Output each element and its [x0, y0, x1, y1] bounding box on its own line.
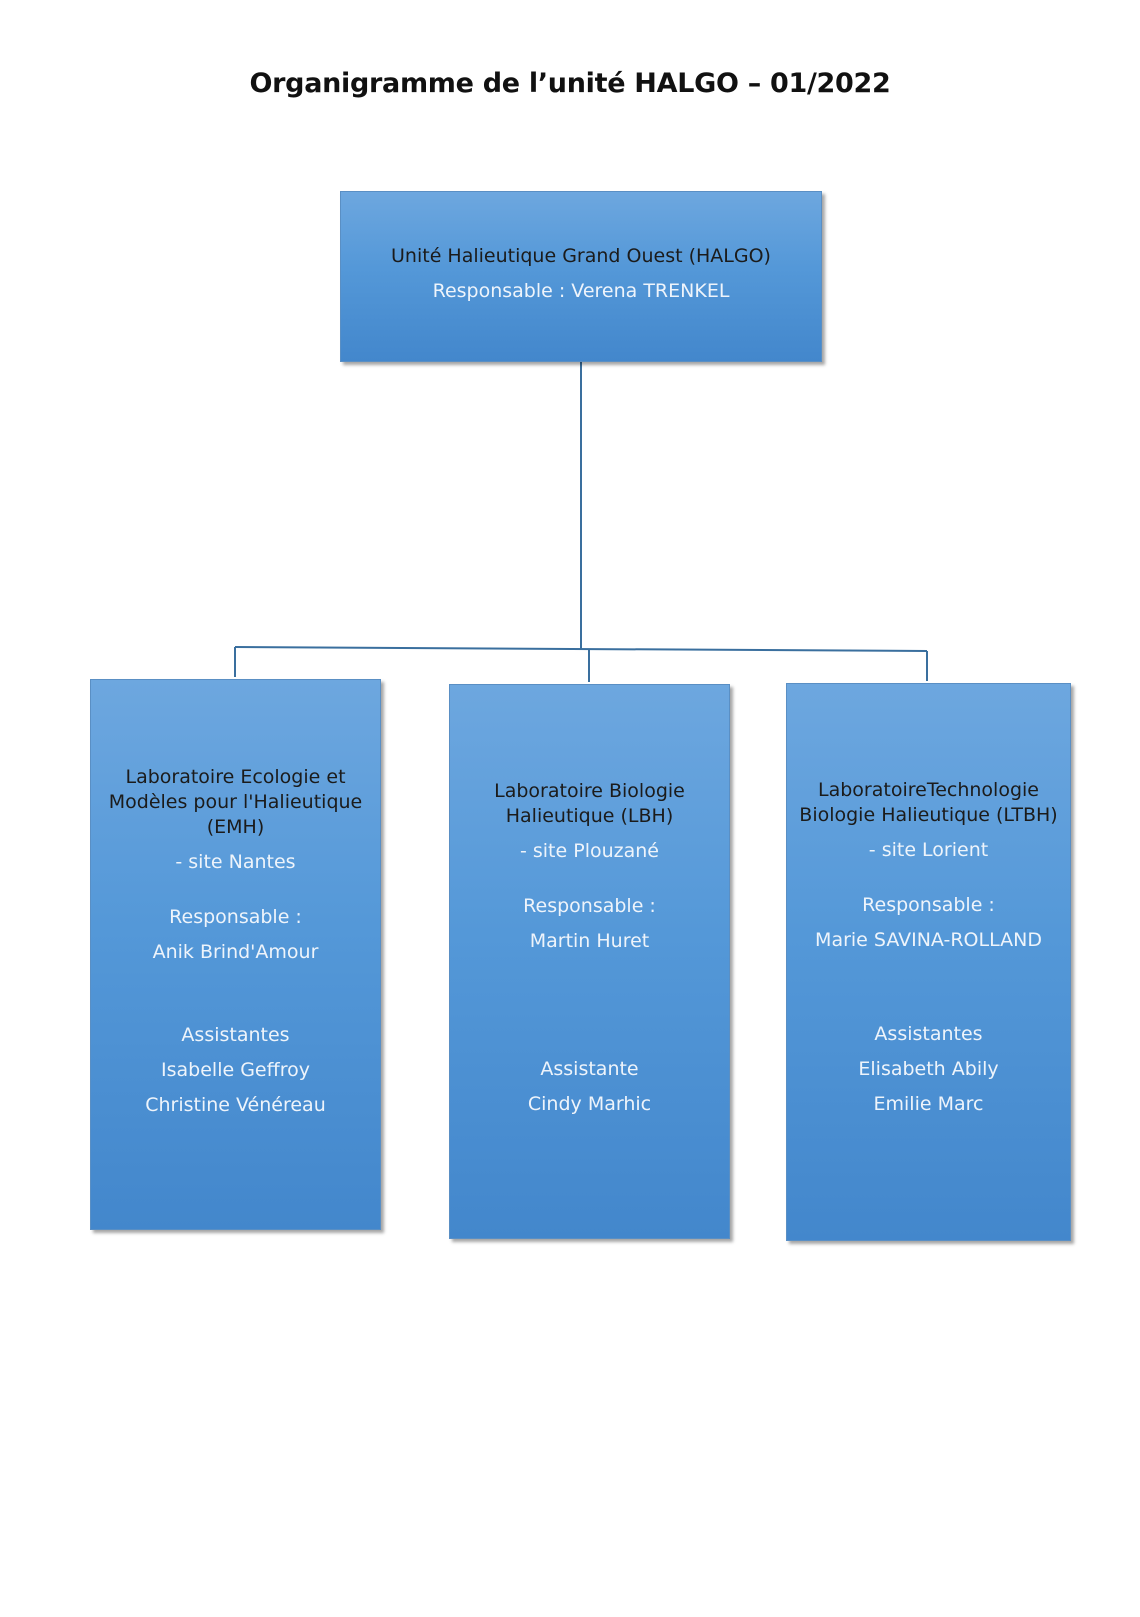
lab-assistant-label: Assistantes [874, 1023, 983, 1045]
lab-name-line: Modèles pour l'Halieutique [108, 791, 363, 813]
lab-box-emh: Laboratoire Ecologie et Modèles pour l'H… [90, 679, 381, 1230]
lab-name-line: Biologie Halieutique (LTBH) [799, 804, 1058, 826]
lab-box-lbh: Laboratoire Biologie Halieutique (LBH) -… [449, 684, 730, 1239]
lab-name-line: (EMH) [206, 816, 265, 838]
lab-responsable-name: Martin Huret [529, 930, 650, 952]
lab-responsable-label: Responsable : [523, 895, 656, 917]
root-unit-responsable: Responsable : Verena TRENKEL [432, 280, 730, 302]
lab-responsable-label: Responsable : [862, 894, 995, 916]
lab-responsable-name: Marie SAVINA-ROLLAND [815, 929, 1042, 951]
lab-assistant-name: Isabelle Geffroy [161, 1059, 310, 1081]
root-unit-name: Unité Halieutique Grand Ouest (HALGO) [391, 245, 771, 267]
lab-assistant-name: Christine Vénéreau [145, 1094, 326, 1116]
lab-assistant-label: Assistantes [181, 1024, 290, 1046]
lab-site: - site Lorient [868, 839, 989, 861]
lab-responsable-label: Responsable : [169, 906, 302, 928]
lab-name-line: Laboratoire Ecologie et [125, 766, 346, 788]
lab-site: - site Nantes [175, 851, 296, 873]
lab-name-line: Laboratoire Biologie [494, 780, 685, 802]
root-unit-box: Unité Halieutique Grand Ouest (HALGO) Re… [340, 191, 822, 362]
connector-horizontal [234, 646, 928, 652]
lab-name-line: Halieutique (LBH) [505, 805, 674, 827]
lab-assistant-name: Cindy Marhic [527, 1093, 652, 1115]
lab-assistant-name: Elisabeth Abily [858, 1058, 999, 1080]
lab-assistant-name: Emilie Marc [873, 1093, 984, 1115]
lab-site: - site Plouzané [519, 840, 659, 862]
lab-name-line: LaboratoireTechnologie [818, 779, 1039, 801]
lab-assistant-label: Assistante [540, 1058, 639, 1080]
lab-responsable-name: Anik Brind'Amour [152, 941, 319, 963]
page-title: Organigramme de l’unité HALGO – 01/2022 [249, 68, 891, 99]
lab-box-ltbh: LaboratoireTechnologie Biologie Halieuti… [786, 683, 1071, 1241]
